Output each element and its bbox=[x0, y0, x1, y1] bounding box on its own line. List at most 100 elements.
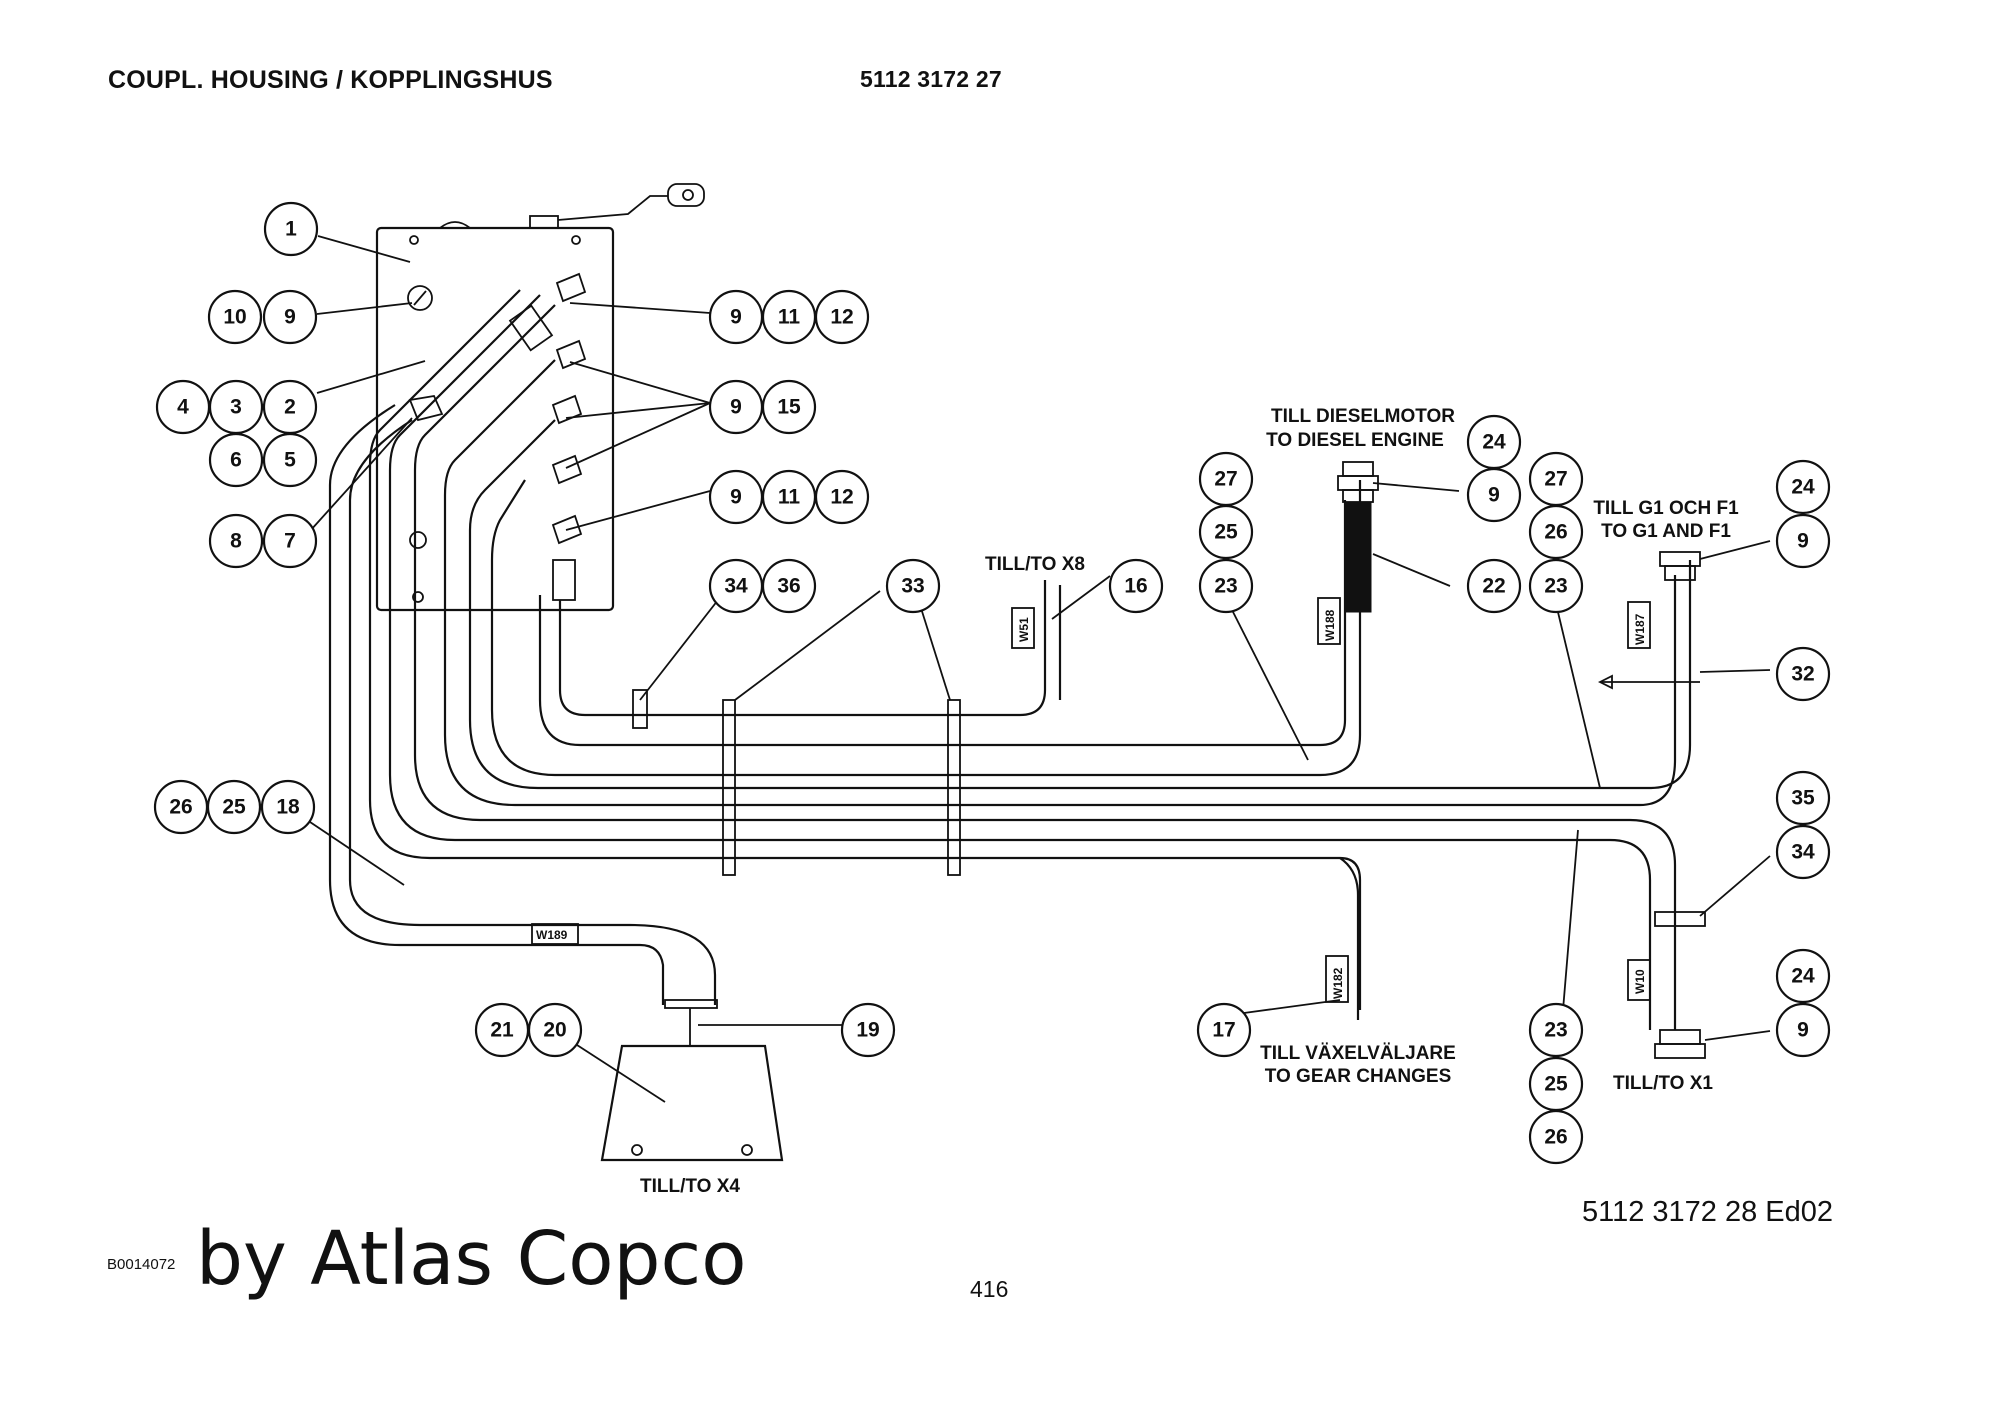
callout-2: 2 bbox=[262, 379, 318, 435]
svg-text:23: 23 bbox=[1214, 575, 1237, 598]
wire-tag-w51: W51 bbox=[1011, 607, 1035, 649]
callout-9: 9 bbox=[708, 469, 764, 525]
svg-text:27: 27 bbox=[1544, 468, 1567, 491]
svg-text:1: 1 bbox=[285, 218, 297, 241]
callout-27: 27 bbox=[1198, 451, 1254, 507]
wire-tag-w187: W187 bbox=[1627, 601, 1651, 649]
label-gear-line2: TO GEAR CHANGES bbox=[1265, 1066, 1452, 1087]
callout-25: 25 bbox=[1198, 504, 1254, 560]
svg-text:9: 9 bbox=[1797, 530, 1809, 553]
callout-9: 9 bbox=[1775, 1002, 1831, 1058]
callout-18: 18 bbox=[260, 779, 316, 835]
label-till-x8: TILL/TO X8 bbox=[985, 554, 1085, 575]
svg-text:15: 15 bbox=[777, 396, 801, 419]
page-number: 416 bbox=[970, 1276, 1009, 1302]
svg-text:20: 20 bbox=[543, 1019, 566, 1042]
label-diesel-line1: TILL DIESELMOTOR bbox=[1271, 406, 1455, 427]
svg-text:17: 17 bbox=[1212, 1019, 1235, 1042]
svg-text:12: 12 bbox=[830, 306, 853, 329]
callout-7: 7 bbox=[262, 513, 318, 569]
svg-text:25: 25 bbox=[222, 796, 246, 819]
svg-text:6: 6 bbox=[230, 449, 242, 472]
label-till-x1: TILL/TO X1 bbox=[1613, 1073, 1713, 1094]
callout-12: 12 bbox=[814, 469, 870, 525]
svg-text:27: 27 bbox=[1214, 468, 1237, 491]
svg-text:W10: W10 bbox=[1633, 969, 1647, 994]
svg-text:21: 21 bbox=[490, 1019, 514, 1042]
callout-24: 24 bbox=[1466, 414, 1522, 470]
callout-5: 5 bbox=[262, 432, 318, 488]
svg-text:16: 16 bbox=[1124, 575, 1147, 598]
callout-33: 33 bbox=[885, 558, 941, 614]
wire-tag-w10: W10 bbox=[1627, 959, 1651, 1001]
callout-8: 8 bbox=[208, 513, 264, 569]
callout-24: 24 bbox=[1775, 459, 1831, 515]
svg-text:36: 36 bbox=[777, 575, 800, 598]
wire-tag-w189: W189 bbox=[531, 923, 579, 945]
svg-text:26: 26 bbox=[169, 796, 192, 819]
svg-text:22: 22 bbox=[1482, 575, 1505, 598]
svg-text:24: 24 bbox=[1791, 965, 1815, 988]
svg-text:11: 11 bbox=[778, 486, 801, 509]
svg-text:9: 9 bbox=[284, 306, 296, 329]
callout-26: 26 bbox=[1528, 1109, 1584, 1165]
svg-text:9: 9 bbox=[1488, 484, 1500, 507]
svg-text:8: 8 bbox=[230, 530, 242, 553]
callout-9: 9 bbox=[708, 289, 764, 345]
svg-text:24: 24 bbox=[1482, 431, 1506, 454]
callout-35: 35 bbox=[1775, 770, 1831, 826]
callout-15: 15 bbox=[761, 379, 817, 435]
svg-text:W187: W187 bbox=[1633, 613, 1647, 645]
svg-text:2: 2 bbox=[284, 396, 296, 419]
label-till-x4: TILL/TO X4 bbox=[640, 1176, 740, 1197]
label-g1f1-line2: TO G1 AND F1 bbox=[1601, 521, 1731, 542]
callout-9: 9 bbox=[262, 289, 318, 345]
callout-9: 9 bbox=[1775, 513, 1831, 569]
leader-lines bbox=[309, 235, 1771, 1103]
svg-text:11: 11 bbox=[778, 306, 801, 329]
svg-text:24: 24 bbox=[1791, 476, 1815, 499]
part-number: 5112 3172 27 bbox=[860, 66, 1002, 92]
callout-25: 25 bbox=[206, 779, 262, 835]
svg-text:12: 12 bbox=[830, 486, 853, 509]
svg-text:W188: W188 bbox=[1323, 609, 1337, 641]
page-title: COUPL. HOUSING / KOPPLINGSHUS bbox=[108, 66, 553, 94]
svg-text:9: 9 bbox=[730, 486, 742, 509]
callout-23: 23 bbox=[1528, 558, 1584, 614]
callout-3: 3 bbox=[208, 379, 264, 435]
svg-text:9: 9 bbox=[1797, 1019, 1809, 1042]
svg-text:23: 23 bbox=[1544, 1019, 1567, 1042]
callout-21: 21 bbox=[474, 1002, 530, 1058]
callout-26: 26 bbox=[1528, 504, 1584, 560]
svg-text:33: 33 bbox=[901, 575, 924, 598]
svg-text:19: 19 bbox=[856, 1019, 879, 1042]
callout-25: 25 bbox=[1528, 1056, 1584, 1112]
callout-12: 12 bbox=[814, 289, 870, 345]
svg-text:4: 4 bbox=[177, 396, 189, 419]
wire-tag-w182: W182 bbox=[1325, 955, 1349, 1003]
svg-text:10: 10 bbox=[223, 306, 246, 329]
svg-text:26: 26 bbox=[1544, 1126, 1567, 1149]
callout-16: 16 bbox=[1108, 558, 1164, 614]
svg-text:25: 25 bbox=[1544, 1073, 1568, 1096]
brand-text: by Atlas Copco bbox=[196, 1216, 747, 1302]
svg-text:26: 26 bbox=[1544, 521, 1567, 544]
svg-text:W51: W51 bbox=[1017, 617, 1031, 642]
callout-24: 24 bbox=[1775, 948, 1831, 1004]
svg-text:7: 7 bbox=[284, 530, 296, 553]
svg-text:9: 9 bbox=[730, 306, 742, 329]
svg-text:34: 34 bbox=[724, 575, 748, 598]
callout-17: 17 bbox=[1196, 1002, 1252, 1058]
doc-number: 5112 3172 28 Ed02 bbox=[1582, 1196, 1834, 1228]
callout-34: 34 bbox=[708, 558, 764, 614]
wire-tag-w188: W188 bbox=[1317, 597, 1341, 645]
callout-23: 23 bbox=[1198, 558, 1254, 614]
callout-10: 10 bbox=[207, 289, 263, 345]
callout-9: 9 bbox=[708, 379, 764, 435]
svg-text:9: 9 bbox=[730, 396, 742, 419]
callout-26: 26 bbox=[153, 779, 209, 835]
callout-22: 22 bbox=[1466, 558, 1522, 614]
callout-11: 11 bbox=[761, 469, 817, 525]
callout-20: 20 bbox=[527, 1002, 583, 1058]
svg-text:25: 25 bbox=[1214, 521, 1238, 544]
